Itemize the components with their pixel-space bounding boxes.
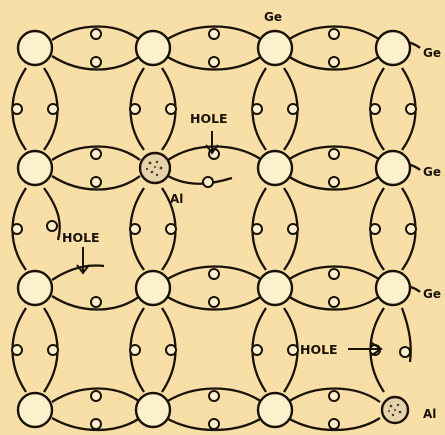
- electron: [252, 104, 262, 114]
- electron: [166, 224, 176, 234]
- electron: [130, 224, 140, 234]
- electron: [329, 149, 339, 159]
- ge-atom: [136, 393, 170, 427]
- electron: [288, 224, 298, 234]
- electron: [288, 345, 298, 355]
- ge-atom: [18, 151, 52, 185]
- hole-label-3: HOLE: [300, 342, 338, 357]
- hole-arrows: [77, 131, 381, 355]
- hole-label-1: HOLE: [190, 111, 228, 126]
- ge-atom: [136, 271, 170, 305]
- electron: [203, 177, 213, 187]
- electron: [406, 104, 416, 114]
- label-row4-al: Al: [423, 407, 436, 421]
- electron: [12, 104, 22, 114]
- ge-atom: [258, 393, 292, 427]
- atoms: [18, 31, 410, 427]
- electron: [12, 224, 22, 234]
- ge-atom: [18, 271, 52, 305]
- electron: [91, 391, 101, 401]
- electron: [209, 57, 219, 67]
- bond: [168, 176, 232, 184]
- electron: [406, 224, 416, 234]
- ge-atom: [18, 393, 52, 427]
- ge-atom: [136, 31, 170, 65]
- electron: [91, 419, 101, 429]
- electron: [166, 104, 176, 114]
- electron: [329, 29, 339, 39]
- electron: [400, 347, 410, 357]
- electron: [329, 297, 339, 307]
- label-dopant-al: Al: [170, 192, 183, 206]
- electron: [12, 345, 22, 355]
- ge-atom: [376, 31, 410, 65]
- electron: [209, 269, 219, 279]
- labels: Ge Ge Ge Ge Al Al HOLE HOLE HOLE: [62, 10, 441, 421]
- ge-atom: [376, 271, 410, 305]
- electron: [329, 269, 339, 279]
- electron: [370, 104, 380, 114]
- ge-atom: [376, 151, 410, 185]
- horizontal-bonds: [52, 27, 420, 431]
- label-row1-ge: Ge: [423, 46, 441, 60]
- label-row3-ge: Ge: [423, 287, 441, 301]
- electron: [48, 104, 58, 114]
- electron: [209, 29, 219, 39]
- label-row2-ge: Ge: [423, 165, 441, 179]
- electron: [329, 177, 339, 187]
- electron: [252, 345, 262, 355]
- electron: [91, 149, 101, 159]
- ge-atom: [258, 151, 292, 185]
- electron: [91, 29, 101, 39]
- electron: [166, 345, 176, 355]
- electron: [130, 345, 140, 355]
- electron: [329, 391, 339, 401]
- ge-atom: [18, 31, 52, 65]
- electron: [209, 297, 219, 307]
- electrons: [12, 29, 416, 429]
- ge-atom: [258, 31, 292, 65]
- electron: [252, 224, 262, 234]
- electron: [91, 57, 101, 67]
- bond: [44, 188, 60, 240]
- electron: [370, 224, 380, 234]
- label-top-ge: Ge: [264, 10, 282, 24]
- electron: [47, 221, 57, 231]
- electron: [130, 104, 140, 114]
- electron: [209, 419, 219, 429]
- electron: [209, 391, 219, 401]
- electron: [91, 297, 101, 307]
- electron: [91, 177, 101, 187]
- electron: [329, 419, 339, 429]
- electron: [288, 104, 298, 114]
- electron: [329, 57, 339, 67]
- ge-atom: [258, 271, 292, 305]
- electron: [48, 345, 58, 355]
- hole-label-2: HOLE: [62, 230, 100, 245]
